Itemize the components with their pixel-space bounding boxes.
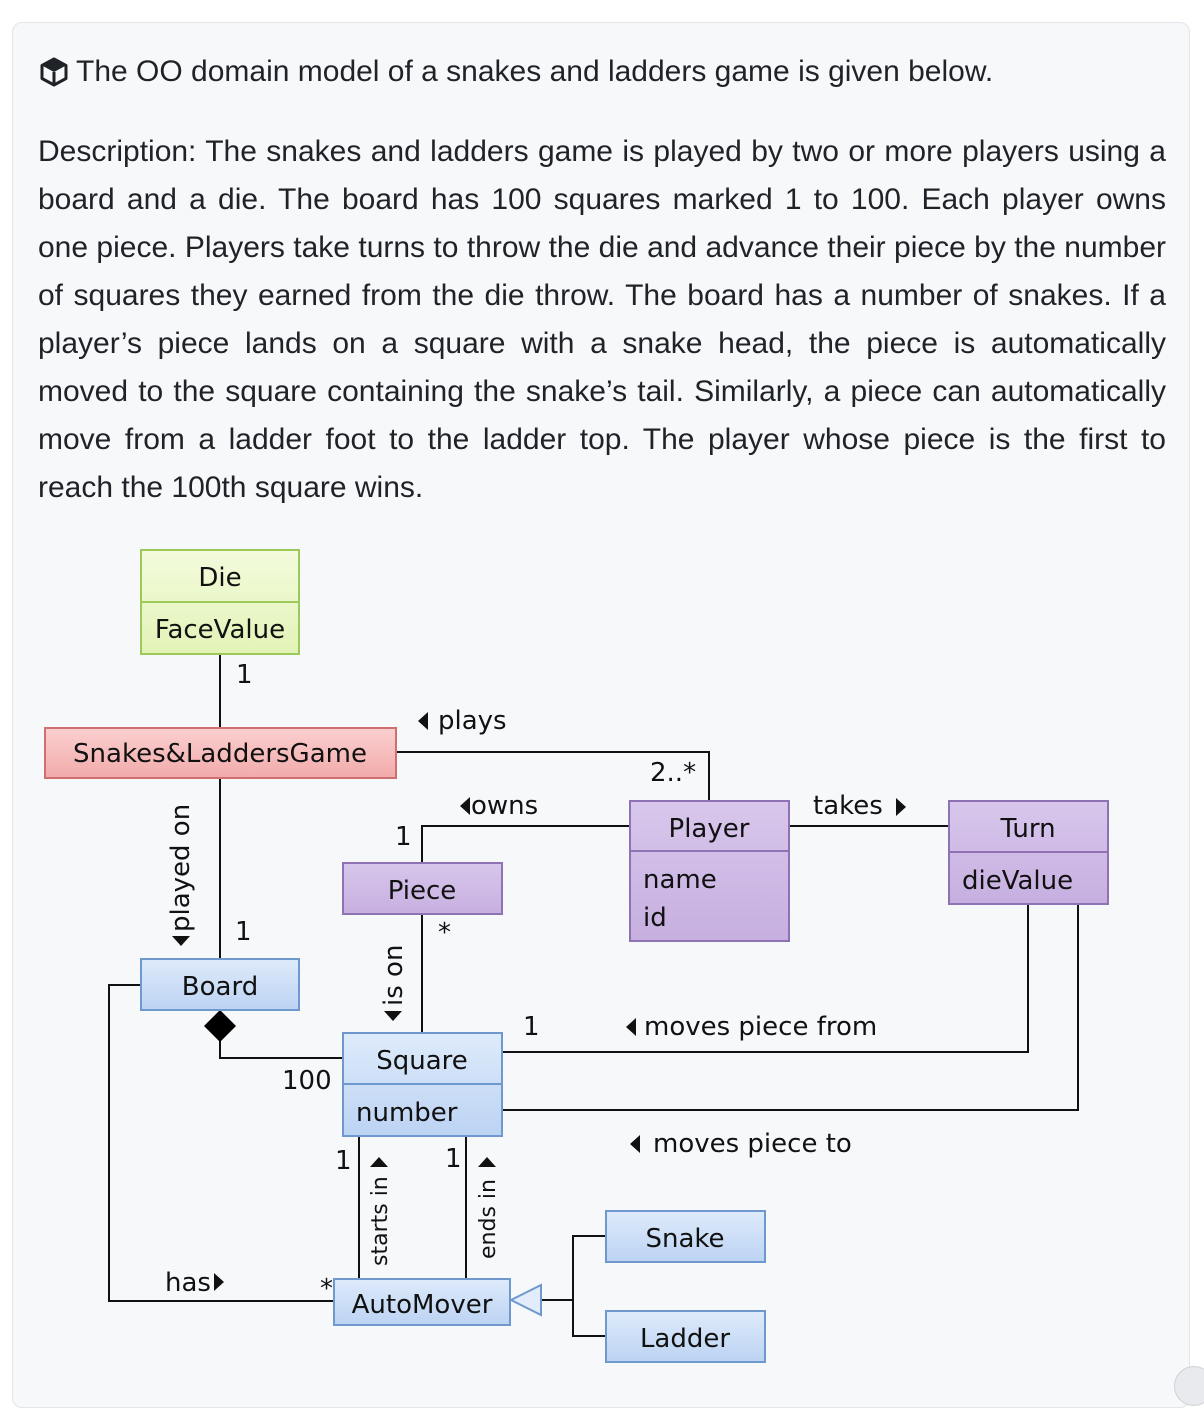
class-piece: Piece [342,862,503,915]
class-square-name: Square [376,1046,468,1076]
label-moves-from: moves piece from [626,1012,877,1042]
assoc-plays: plays [438,706,507,736]
arrow-up-icon [370,1157,388,1167]
class-square-attr: number [356,1098,458,1128]
arrow-down-icon [384,1011,402,1021]
mult-square-starts-in: 1 [335,1146,352,1176]
moves-to-link [502,904,1079,1111]
assoc-takes: takes [813,791,883,821]
arrow-right-icon [214,1273,224,1291]
class-board: Board [140,958,300,1011]
class-player-name: Player [669,814,750,844]
mult-square-ends-in: 1 [445,1144,462,1174]
mult-piece-owns: 1 [395,822,412,852]
class-snake-name: Snake [645,1224,724,1254]
scroll-to-top-button[interactable] [1174,1366,1204,1406]
owns-link [421,825,630,863]
class-player: Player name id [629,800,790,942]
label-plays: plays [418,706,507,736]
class-automover-name: AutoMover [352,1290,493,1320]
composition-link [219,1040,343,1059]
class-ladder: Ladder [605,1310,766,1363]
moves-from-link [502,904,1029,1053]
class-die: Die FaceValue [140,549,300,655]
mult-square-moves-from: 1 [523,1012,540,1042]
mult-piece-is-on: * [438,918,451,948]
label-ends-in: ends in [476,1157,501,1259]
generalization-triangle [508,1283,542,1317]
arrow-up-icon [478,1157,496,1167]
composition-diamond [204,1010,236,1042]
class-player-attr-name: name [643,865,717,895]
heading: The OO domain model of a snakes and ladd… [38,52,993,92]
class-turn: Turn dieValue [948,800,1109,905]
label-played-on: played on [166,804,196,946]
class-turn-attr: dieValue [962,866,1073,896]
connectors [108,654,1079,1337]
class-die-name: Die [198,563,241,593]
assoc-moves-from: moves piece from [644,1012,877,1042]
heading-text: The OO domain model of a snakes and ladd… [76,55,994,88]
mult-automover-has: * [320,1274,333,1304]
label-moves-to: moves piece to [630,1129,852,1159]
content-card [12,22,1190,1408]
mult-player-plays: 2..* [650,758,696,788]
mult-board-square: 100 [282,1066,332,1096]
has-link [108,984,334,1302]
class-turn-name: Turn [999,814,1055,844]
arrow-left-icon [418,712,428,730]
class-ladder-name: Ladder [640,1324,730,1354]
assoc-moves-to: moves piece to [653,1129,852,1159]
mult-board-played-on: 1 [235,917,252,947]
class-game-name: Snakes&LaddersGame [73,739,367,769]
arrow-down-icon [172,936,190,946]
assoc-ends-in: ends in [476,1179,501,1259]
label-takes: takes [813,791,906,821]
class-automover: AutoMover [333,1278,511,1326]
arrow-right-icon [896,798,906,816]
description-paragraph: Description: The snakes and ladders game… [38,135,1166,504]
assoc-owns: owns [471,791,538,821]
assoc-is-on: is on [379,945,409,1006]
label-owns: owns [460,791,538,821]
cube-icon [38,56,70,88]
class-die-attr: FaceValue [155,615,285,645]
label-has: has [165,1268,224,1298]
generalization-link [541,1235,606,1301]
class-player-attr-id: id [643,903,667,933]
mult-die-game: 1 [236,660,253,690]
label-starts-in: starts in [368,1157,393,1266]
generalization-link-ladder [572,1300,606,1337]
arrow-left-icon [460,797,470,815]
class-snake: Snake [605,1210,766,1263]
plays-link [396,751,710,801]
assoc-played-on: played on [166,804,196,932]
class-game: Snakes&LaddersGame [44,727,397,779]
arrow-left-icon [630,1135,640,1153]
assoc-starts-in: starts in [368,1176,393,1266]
arrow-left-icon [626,1018,636,1036]
assoc-has: has [165,1268,211,1298]
multiplicities: 1 2..* 1 1 * 1 100 1 1 * [235,660,696,1304]
class-piece-name: Piece [388,876,457,906]
label-is-on: is on [379,945,409,1021]
class-board-name: Board [182,972,258,1002]
class-square: Square number [342,1032,503,1137]
